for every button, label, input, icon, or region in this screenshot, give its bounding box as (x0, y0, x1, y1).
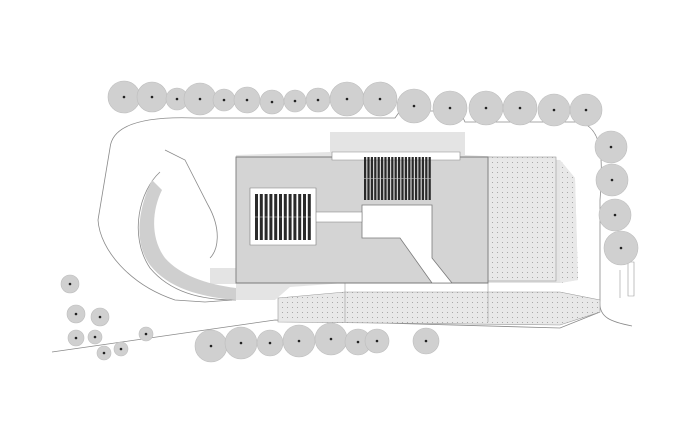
tree-trunk (356, 340, 360, 344)
tree-trunk (293, 99, 297, 103)
tree-trunk (484, 106, 488, 110)
tree-trunk (198, 97, 202, 101)
tree-trunk (345, 97, 349, 101)
tree-trunk (122, 95, 126, 99)
tree-trunk (209, 344, 213, 348)
tree-trunk (222, 98, 226, 102)
tree-trunk (74, 312, 78, 316)
tree-trunk (98, 315, 102, 319)
tree-trunk (518, 106, 522, 110)
tree-trunk (610, 178, 614, 182)
tree-trunk (378, 97, 382, 101)
tree-trunk (619, 246, 623, 250)
tree-trunk (375, 339, 379, 343)
tree-trunk (144, 332, 148, 336)
tree-trunk (613, 213, 617, 217)
tree-trunk (239, 341, 243, 345)
tree-trunk (175, 97, 179, 101)
tree-trunk (424, 339, 428, 343)
tree-trunk (448, 106, 452, 110)
tree-trunk (316, 98, 320, 102)
tree-trunk (584, 108, 588, 112)
solar-array-west (255, 194, 311, 240)
tree-trunk (552, 108, 556, 112)
tree-trunk (93, 335, 97, 339)
tree-trunk (102, 351, 106, 355)
tree-trunk (412, 104, 416, 108)
tree-trunk (297, 339, 301, 343)
tree-trunk (268, 341, 272, 345)
tree-trunk (74, 336, 78, 340)
building-roof (235, 151, 489, 284)
solar-array-east (364, 157, 431, 200)
tree-trunk (245, 98, 249, 102)
tree-trunk (270, 100, 274, 104)
tree-trunk (119, 347, 123, 351)
tree-trunk (329, 337, 333, 341)
tree-canopies (60, 80, 639, 363)
tree-trunk (150, 95, 154, 99)
tree-trunk (68, 282, 72, 286)
paving-areas (277, 156, 601, 326)
tree-trunk (609, 145, 613, 149)
